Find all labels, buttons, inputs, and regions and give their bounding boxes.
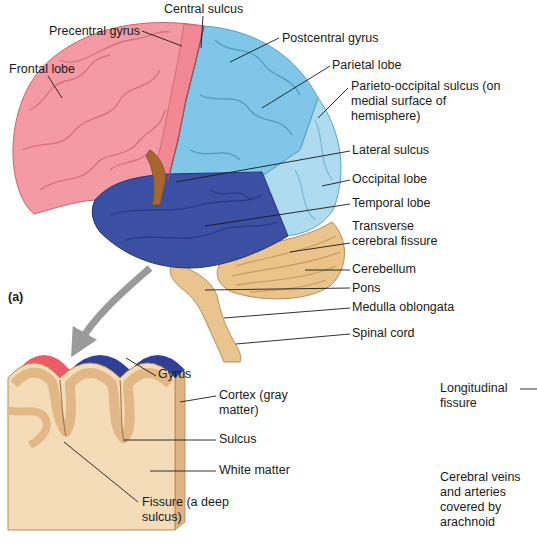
figure-letter: (a): [8, 290, 48, 305]
precentral-gyrus-band: [152, 24, 204, 182]
part-label: Parietal lobe: [332, 58, 442, 73]
inset-arrow: [78, 268, 150, 345]
part-label: Frontal lobe: [9, 62, 109, 77]
central-sulcus-line: [168, 26, 204, 180]
part-label: Sulcus: [219, 432, 309, 447]
frontal-gyri: [22, 32, 170, 190]
occipital-gyri: [295, 120, 332, 220]
part-label: Cerebral veins and arteries covered by a…: [440, 470, 537, 530]
part-label: Cerebellum: [352, 262, 472, 277]
part-label: Medulla oblongata: [352, 300, 492, 315]
lateral-sulcus-mark: [146, 150, 166, 205]
temporal-lobe-shape: [92, 172, 288, 268]
part-label: Precentral gyrus: [14, 24, 140, 39]
part-label: Temporal lobe: [352, 196, 472, 211]
part-label: Transverse cerebral fissure: [352, 219, 457, 249]
part-label: Postcentral gyrus: [282, 31, 412, 46]
part-label: Parieto-occipital sulcus (on medial surf…: [351, 79, 501, 124]
part-label: Spinal cord: [352, 326, 472, 341]
part-label: Occipital lobe: [352, 172, 472, 187]
parietal-gyri: [190, 40, 300, 160]
part-label: Fissure (a deep sulcus): [142, 495, 252, 525]
part-label: Central sulcus: [164, 2, 264, 17]
part-label: Pons: [352, 281, 472, 296]
part-label: Cortex (gray matter): [219, 388, 314, 418]
part-label: Gyrus: [158, 367, 238, 382]
part-label: Longitudinal fissure: [440, 381, 520, 411]
leader-lines: [48, 16, 537, 502]
part-label: White matter: [219, 463, 329, 478]
part-label: Lateral sulcus: [352, 143, 472, 158]
temporal-gyri: [110, 190, 278, 240]
